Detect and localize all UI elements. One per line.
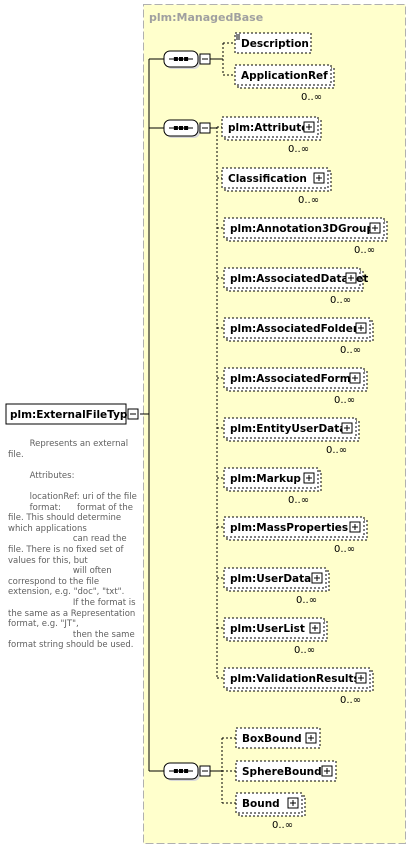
- element-massproperties-label: plm:MassProperties: [230, 522, 348, 534]
- sequence-2-collapse-button[interactable]: [199, 122, 211, 134]
- element-entityuserdata-label: plm:EntityUserData: [230, 423, 346, 435]
- root-element[interactable]: plm:ExternalFileType: [5, 403, 139, 425]
- element-spherebound-expand-button[interactable]: [321, 765, 333, 777]
- element-bound-expand-button[interactable]: [287, 797, 299, 809]
- connector-lines: [140, 42, 236, 804]
- element-boxbound-expand-button[interactable]: [305, 732, 317, 744]
- element-userdata[interactable]: plm:UserData 0..∞: [223, 567, 330, 606]
- element-applicationref[interactable]: ApplicationRef 0..∞: [234, 64, 335, 103]
- element-description-doc-icon: [236, 34, 240, 40]
- element-markup-label: plm:Markup: [230, 473, 301, 485]
- element-associatedfolder-occurs: 0..∞: [340, 345, 361, 356]
- element-applicationref-occurs: 0..∞: [301, 92, 322, 103]
- element-annotation3dgroup-occurs: 0..∞: [354, 245, 375, 256]
- element-annotation3dgroup-label: plm:Annotation3DGroup: [230, 223, 374, 235]
- element-userlist[interactable]: plm:UserList 0..∞: [223, 617, 328, 656]
- element-associatedfolder-label: plm:AssociatedFolder: [230, 323, 359, 335]
- element-massproperties[interactable]: plm:MassProperties 0..∞: [223, 516, 368, 555]
- element-validationresults-occurs: 0..∞: [340, 695, 361, 706]
- element-entityuserdata[interactable]: plm:EntityUserData 0..∞: [223, 417, 360, 456]
- element-markup-expand-button[interactable]: [303, 472, 315, 484]
- element-userdata-expand-button[interactable]: [311, 572, 323, 584]
- element-classification-expand-button[interactable]: [313, 172, 325, 184]
- element-bound-occurs: 0..∞: [272, 820, 293, 831]
- sequence-compositors: [163, 50, 211, 781]
- element-massproperties-occurs: 0..∞: [334, 544, 355, 555]
- element-bound-label: Bound: [242, 798, 280, 810]
- element-validationresults-expand-button[interactable]: [355, 672, 367, 684]
- root-element-label: plm:ExternalFileType: [10, 409, 135, 421]
- element-attribute-label: plm:Attribute: [228, 122, 308, 134]
- element-attribute[interactable]: plm:Attribute 0..∞: [221, 116, 322, 155]
- element-attribute-expand-button[interactable]: [303, 121, 315, 133]
- element-boxes: DescriptionApplicationRef0..∞plm:Attribu…: [221, 32, 388, 831]
- element-boxbound-label: BoxBound: [242, 733, 302, 745]
- element-associatedfolder[interactable]: plm:AssociatedFolder 0..∞: [223, 317, 374, 356]
- element-userdata-occurs: 0..∞: [296, 595, 317, 606]
- element-massproperties-expand-button[interactable]: [349, 521, 361, 533]
- element-associateddataset-label: plm:AssociatedDataSet: [230, 273, 368, 285]
- element-description[interactable]: Description: [234, 32, 312, 54]
- element-userlist-label: plm:UserList: [230, 623, 305, 635]
- element-associateddataset[interactable]: plm:AssociatedDataSet 0..∞: [223, 267, 368, 306]
- element-applicationref-label: ApplicationRef: [241, 70, 328, 82]
- element-spherebound[interactable]: SphereBound: [235, 760, 337, 782]
- element-associatedform-occurs: 0..∞: [334, 395, 355, 406]
- element-attribute-occurs: 0..∞: [288, 144, 309, 155]
- element-validationresults[interactable]: plm:ValidationResults 0..∞: [223, 667, 374, 706]
- sequence-1-collapse-button[interactable]: [199, 53, 211, 65]
- element-description-label: Description: [241, 38, 309, 50]
- element-markup[interactable]: plm:Markup 0..∞: [223, 467, 322, 506]
- element-classification[interactable]: Classification 0..∞: [221, 167, 332, 206]
- element-markup-occurs: 0..∞: [288, 495, 309, 506]
- element-classification-label: Classification: [228, 173, 307, 185]
- element-associatedform[interactable]: plm:AssociatedForm 0..∞: [223, 367, 368, 406]
- element-userdata-label: plm:UserData: [230, 573, 311, 585]
- element-classification-occurs: 0..∞: [298, 195, 319, 206]
- group-label: plm:ManagedBase: [149, 11, 263, 24]
- root-collapse-button[interactable]: [127, 408, 139, 420]
- element-spherebound-label: SphereBound: [242, 766, 322, 778]
- element-annotation3dgroup-expand-button[interactable]: [369, 222, 381, 234]
- element-userlist-expand-button[interactable]: [309, 622, 321, 634]
- element-associateddataset-expand-button[interactable]: [345, 272, 357, 284]
- element-associateddataset-occurs: 0..∞: [330, 295, 351, 306]
- element-validationresults-label: plm:ValidationResults: [230, 673, 360, 685]
- element-userlist-occurs: 0..∞: [294, 645, 315, 656]
- root-element-box[interactable]: [5, 403, 127, 425]
- sequence-1-compositor[interactable]: [163, 50, 211, 69]
- element-entityuserdata-occurs: 0..∞: [326, 445, 347, 456]
- element-associatedform-expand-button[interactable]: [349, 372, 361, 384]
- element-bound[interactable]: Bound 0..∞: [235, 792, 306, 831]
- sequence-2-compositor[interactable]: [163, 119, 211, 138]
- element-associatedform-label: plm:AssociatedForm: [230, 373, 351, 385]
- sequence-3-collapse-button[interactable]: [199, 765, 211, 777]
- element-entityuserdata-expand-button[interactable]: [341, 422, 353, 434]
- documentation-text: Represents an external file. Attributes:…: [8, 439, 137, 651]
- element-associatedfolder-expand-button[interactable]: [355, 322, 367, 334]
- element-annotation3dgroup[interactable]: plm:Annotation3DGroup 0..∞: [223, 217, 388, 256]
- sequence-3-compositor[interactable]: [163, 762, 211, 781]
- element-boxbound[interactable]: BoxBound: [235, 727, 321, 749]
